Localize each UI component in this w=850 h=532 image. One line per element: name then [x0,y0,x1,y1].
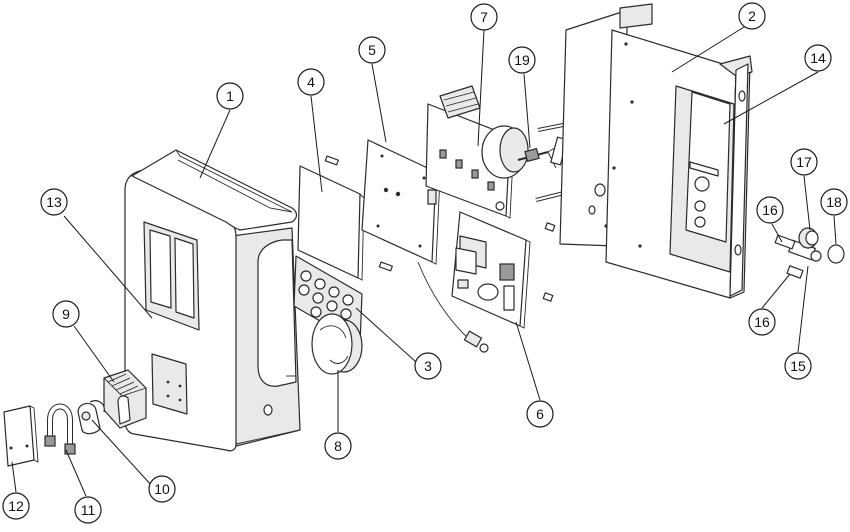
callout-4: 4 [297,68,325,96]
cable-connector [463,330,489,353]
svg-text:14: 14 [810,50,826,66]
callout-19: 19 [508,46,536,74]
callout-8: 8 [324,432,352,460]
callout-15: 15 [784,352,812,380]
gasket-plate [297,165,365,281]
callout-11: 11 [74,496,102,524]
main-board [425,85,529,219]
callouts: 1 2 3 4 5 6 7 8 9 10 11 12 13 14 15 16 1… [2,2,848,524]
callout-16-upper: 16 [756,196,784,224]
leader-lines [11,21,837,497]
heat-sink [103,369,147,429]
svg-text:8: 8 [334,438,342,454]
cover-plate [3,405,39,467]
callout-9: 9 [52,300,80,328]
callout-3: 3 [414,352,442,380]
fuse-a [774,234,796,250]
callout-7: 7 [470,3,498,31]
main-housing [124,149,301,452]
svg-text:19: 19 [514,52,530,68]
u-bolt [44,403,76,455]
callout-10: 10 [148,475,176,503]
callout-1: 1 [216,82,244,110]
svg-text:17: 17 [796,154,812,170]
svg-text:6: 6 [536,406,544,422]
callout-12: 12 [2,492,30,520]
svg-text:3: 3 [424,358,432,374]
svg-text:13: 13 [46,194,62,210]
callout-17: 17 [790,148,818,176]
svg-text:5: 5 [368,42,376,58]
svg-text:1: 1 [226,88,234,104]
svg-text:2: 2 [748,8,756,24]
cover-cap [311,313,363,375]
callout-16-lower: 16 [748,308,776,336]
svg-text:10: 10 [154,481,170,497]
svg-text:4: 4 [307,74,315,90]
power-board [451,211,531,329]
indicator-lens [827,244,845,264]
svg-text:11: 11 [81,502,96,518]
svg-text:18: 18 [826,194,842,210]
svg-text:16: 16 [762,202,778,218]
callout-2: 2 [738,2,766,30]
callout-6: 6 [526,400,554,428]
svg-text:15: 15 [790,358,806,374]
svg-text:9: 9 [62,306,70,322]
callout-5: 5 [358,36,386,64]
svg-text:12: 12 [8,498,24,514]
fuse-b [786,265,804,279]
callout-13: 13 [40,188,68,216]
circuit-board [361,139,441,265]
svg-text:16: 16 [754,314,770,330]
callout-18: 18 [820,188,848,216]
svg-text:7: 7 [480,9,488,25]
callout-14: 14 [804,44,832,72]
fuse-cap [798,227,819,249]
tube-clamp [77,400,105,435]
back-enclosure [559,3,753,299]
